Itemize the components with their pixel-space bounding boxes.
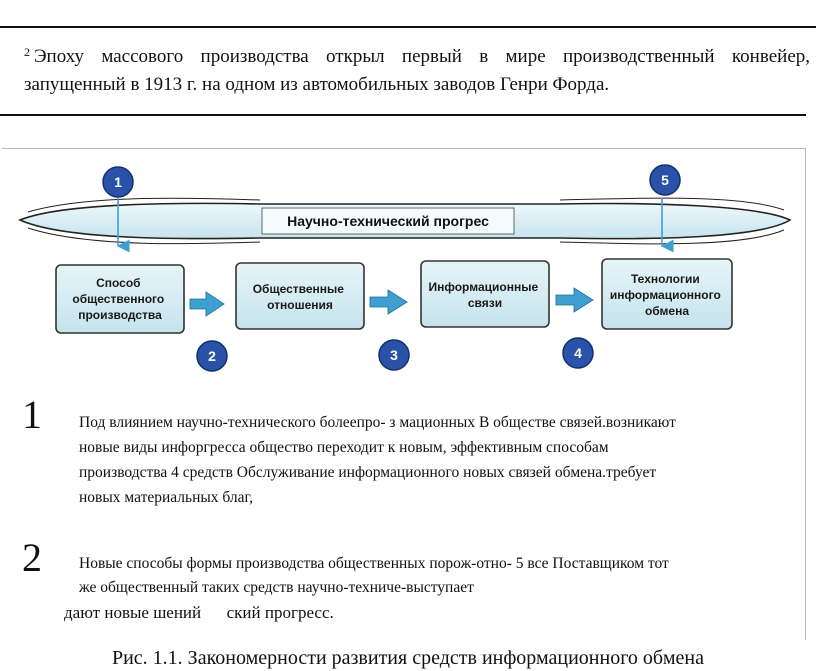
progress-band: Научно-технический прогрес: [17, 197, 792, 245]
note-1-text: Под влиянием научно-технического болеепр…: [79, 410, 799, 510]
badge-5: 5: [649, 164, 681, 196]
stage-box-1: Способ общественного производства: [55, 264, 185, 334]
top-rule: [0, 26, 816, 28]
stage-3-line-1: Информационные: [429, 280, 539, 294]
note-2-line: же общественный таких средств научно-тех…: [79, 579, 474, 596]
note-2-tail: дают новые шений ский прогресс.: [64, 603, 334, 622]
band-label: Научно-технический прогрес: [287, 213, 489, 229]
note-1-line: новых материальных благ,: [79, 489, 254, 506]
stage-1-line-3: производства: [78, 308, 162, 322]
badge-5-label: 5: [661, 172, 669, 188]
arrow-right-1: [189, 291, 225, 317]
stage-2-line-1: Общественные: [253, 282, 345, 296]
badge-2: 2: [196, 340, 228, 372]
svg-text:Общественные отношения: Общественные отношения: [253, 282, 348, 312]
stage-box-2: Общественные отношения: [235, 262, 365, 330]
svg-text:Информационные связи: Информационные связи: [429, 280, 542, 310]
note-2-text: Новые способы формы производства обществ…: [79, 552, 799, 600]
badge-1: 1: [102, 166, 134, 198]
badge-3: 3: [378, 339, 410, 371]
note-1-line: новые виды инфоргресса общество переходи…: [79, 439, 609, 456]
stage-box-3: Информационные связи: [420, 260, 550, 328]
progress-diagram: Научно-технический прогрес Способ общест…: [17, 164, 792, 372]
stage-1-line-1: Способ: [96, 276, 141, 290]
stage-3-line-2: связи: [468, 296, 502, 310]
badge-4: 4: [562, 337, 594, 369]
note-1-number: 1: [22, 392, 42, 437]
stage-4-line-1: Технологии: [631, 272, 700, 286]
note-2-number: 2: [22, 535, 42, 580]
badge-3-label: 3: [390, 347, 398, 363]
figure-frame: [2, 148, 806, 640]
stage-1-line-2: общественного: [72, 292, 164, 306]
stage-2-line-2: отношения: [267, 298, 333, 312]
arrow-right-3: [555, 287, 594, 313]
badge-1-label: 1: [114, 174, 122, 190]
figure-caption: Рис. 1.1. Закономерности развития средст…: [111, 647, 705, 669]
stage-4-line-2: информационного: [610, 288, 721, 302]
note-2-line: Новые способы формы производства обществ…: [79, 555, 669, 572]
note-1-line: производства 4 средств Обслуживание инфо…: [79, 464, 657, 481]
note-1-line: Под влиянием научно-технического болеепр…: [79, 414, 676, 431]
footnote-text: Эпоху массового производства открыл перв…: [24, 46, 810, 95]
stage-4-line-3: обмена: [645, 304, 689, 318]
badge-4-label: 4: [574, 345, 582, 361]
svg-text:Способ общественного: Способ общественного производства: [72, 276, 167, 322]
footnote-rule: [0, 114, 806, 116]
stage-box-4: Технологии информационного обмена: [601, 258, 733, 330]
footnote-marker: 2: [24, 45, 30, 59]
svg-text:Технологии информационно: Технологии информационного обмена: [610, 272, 724, 318]
badge-2-label: 2: [208, 348, 216, 364]
arrow-right-2: [369, 289, 408, 315]
